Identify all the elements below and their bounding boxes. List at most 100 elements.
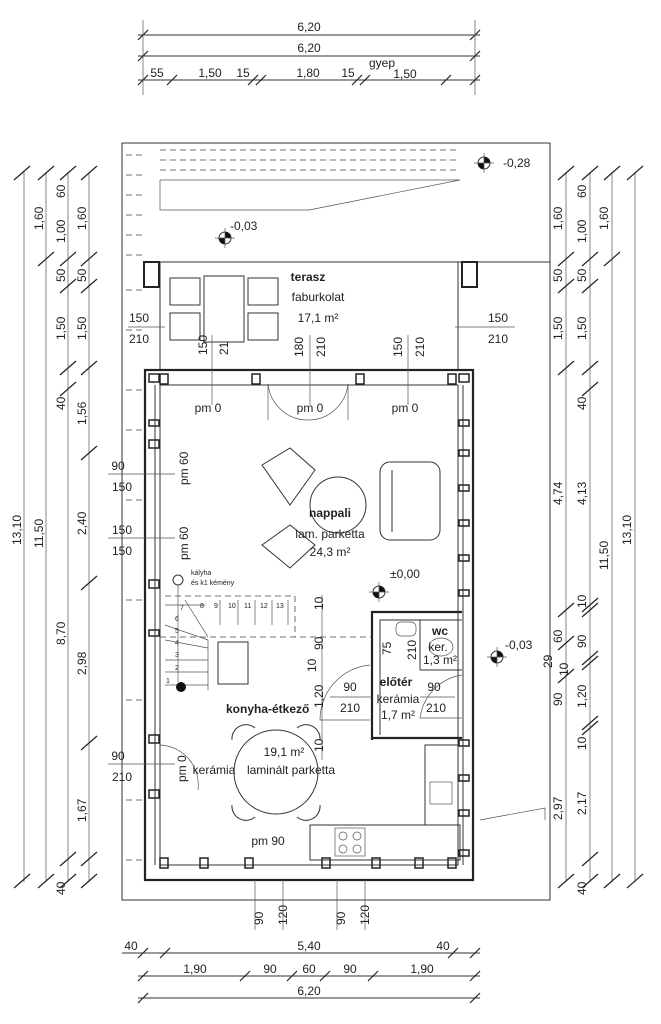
room-name: konyha-étkező <box>226 702 309 716</box>
dim: 40 <box>124 939 138 953</box>
room-area: 1,7 m² <box>381 708 415 722</box>
dim: 1,80 <box>296 66 320 80</box>
dim: 1,50 <box>551 316 565 340</box>
stair-step: 13 <box>276 603 284 610</box>
staircase: 1 2 3 4 5 6 7 8 9 10 11 12 13 kályha és … <box>164 570 296 692</box>
opening-height: 21 <box>217 341 231 355</box>
dim: 60 <box>575 184 589 198</box>
dim: 1,60 <box>75 206 89 230</box>
dim: 11,50 <box>597 541 611 570</box>
opening-height: 150 <box>112 480 132 494</box>
room-floor: kerámia <box>377 692 420 706</box>
opening-height: 210 <box>340 701 360 715</box>
dim: 60 <box>551 629 565 643</box>
room-area: 1,3 m² <box>423 653 457 667</box>
room-floor: kerámia <box>193 763 236 777</box>
dim: 10 <box>575 736 589 750</box>
room-floor: faburkolat <box>292 290 345 304</box>
parapet-height: pm 0 <box>297 401 324 415</box>
dim: 10 <box>557 662 571 676</box>
dim: 60 <box>302 962 316 976</box>
dim-total: 6,20 <box>297 41 321 55</box>
armchair <box>261 447 316 506</box>
sofa <box>379 461 441 541</box>
furniture <box>217 447 461 861</box>
dim: 40 <box>575 396 589 410</box>
dim: 40 <box>575 881 589 895</box>
stair-step: 10 <box>228 603 236 610</box>
armchair <box>261 524 316 569</box>
opening-height: 150 <box>112 544 132 558</box>
dim: 13,10 <box>10 515 24 545</box>
room-floor: laminált parketta <box>247 763 335 777</box>
level-value: -0,03 <box>505 638 533 652</box>
level-value: -0,03 <box>230 219 258 233</box>
opening-width: 90 <box>252 911 266 925</box>
parapet-height: pm 60 <box>177 451 191 485</box>
room-labels: nappali lam. parketta 24,3 m² konyha-étk… <box>193 506 457 777</box>
stair-step: 11 <box>244 603 251 610</box>
parapet-height: pm 60 <box>177 526 191 560</box>
stove-label: és k1 kémény <box>191 580 235 587</box>
toilet <box>428 637 454 657</box>
dim: 1,20 <box>312 684 326 708</box>
room-area: 17,1 m² <box>298 311 339 325</box>
dim: 1,50 <box>198 66 222 80</box>
stair-step: 8 <box>200 603 204 610</box>
opening-height: 120 <box>358 905 372 925</box>
dim: 1,20 <box>575 684 589 708</box>
dim: 90 <box>551 692 565 706</box>
stair-step: 4 <box>175 640 179 647</box>
opening-height: 210 <box>112 770 132 784</box>
dim: 4,74 <box>551 481 565 505</box>
opening-width: 90 <box>111 459 125 473</box>
dim: 10 <box>312 596 326 610</box>
dim: 40 <box>436 939 450 953</box>
stair-step: 12 <box>260 603 268 610</box>
dim: 1,60 <box>551 206 565 230</box>
dim: 50 <box>75 268 89 282</box>
opening-width: 150 <box>196 335 210 355</box>
stair-start-dot <box>176 682 186 692</box>
opening-width: 150 <box>391 337 405 357</box>
dim: 5,40 <box>297 939 321 953</box>
dim: 1,50 <box>393 67 417 81</box>
room-area: 19,1 m² <box>264 745 305 759</box>
dim: 2,98 <box>75 651 89 675</box>
stove-label: kályha <box>191 570 211 577</box>
dim: 40 <box>54 396 68 410</box>
dim: 1,90 <box>183 962 207 976</box>
dim: 40 <box>54 881 68 895</box>
dim: 10 <box>575 594 589 608</box>
dim: 1,50 <box>575 316 589 340</box>
walls <box>143 368 475 882</box>
stair-step: 2 <box>175 665 179 672</box>
dim: 15 <box>341 66 355 80</box>
lawn-label: gyep <box>369 56 395 70</box>
dim: 2,40 <box>75 511 89 535</box>
dim: 2,17 <box>575 791 589 815</box>
dim: 50 <box>575 268 589 282</box>
level-value: -0,28 <box>503 156 531 170</box>
opening-width: 75 <box>380 641 394 655</box>
stair-step: 5 <box>175 628 179 635</box>
coffee-table <box>309 476 367 534</box>
room-name: előtér <box>380 675 413 689</box>
dim: 2,97 <box>551 796 565 820</box>
site-outline <box>121 142 551 901</box>
room-floor: lam. parketta <box>295 527 365 541</box>
top-dimensions: 6,20 6,20 55 1,50 15 1,80 15 1,50 gyep <box>137 20 481 95</box>
level-marker-icon <box>369 582 389 602</box>
stair-step: 9 <box>214 603 218 610</box>
room-name: wc <box>431 624 448 638</box>
dim: 55 <box>150 66 164 80</box>
dim: 1,56 <box>75 401 89 425</box>
dim: 13,10 <box>620 515 634 545</box>
opening-height: 210 <box>405 640 419 660</box>
opening-width: 180 <box>292 337 306 357</box>
opening-height: 210 <box>488 332 508 346</box>
stair-step: 3 <box>175 652 179 659</box>
dim: 1,60 <box>597 206 611 230</box>
dim: 90 <box>312 636 326 650</box>
